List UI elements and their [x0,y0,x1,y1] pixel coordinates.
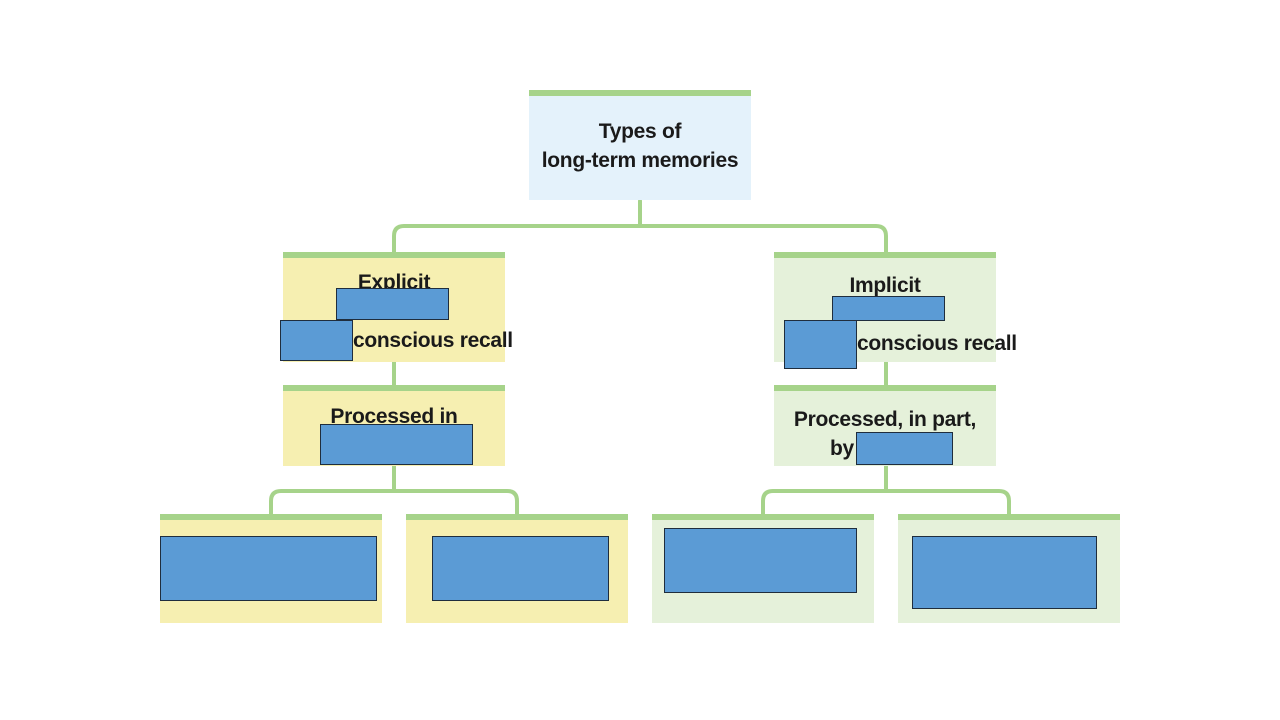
implicit-processed-line1: Processed, in part, [793,408,977,431]
redaction-box [160,536,377,601]
redaction-box [784,320,857,369]
root-node-line2: long-term memories [541,149,739,172]
redaction-box [280,320,353,361]
redaction-box [912,536,1097,609]
root-node-line1: Types of [598,120,682,143]
connector-root-to-children [392,199,888,254]
implicit-node-title: Implicit [849,274,921,297]
redaction-box [856,432,953,465]
implicit-processed-line2: by [830,437,854,460]
redaction-box [832,296,945,321]
redaction-box [320,424,473,465]
connector-explicit-processed-to-leaves [269,464,519,516]
redaction-box [336,288,449,320]
implicit-processed-node: Processed, in part, by [774,385,996,466]
implicit-node-recall-text: conscious recall [857,332,1017,355]
redaction-box [432,536,609,601]
explicit-node-recall-text: conscious recall [353,329,513,352]
connector-implicit-processed-to-leaves [761,464,1011,516]
root-node: Types of long-term memories [529,90,751,200]
explicit-processed-line1: Processed in [330,405,458,428]
redaction-box [664,528,857,593]
